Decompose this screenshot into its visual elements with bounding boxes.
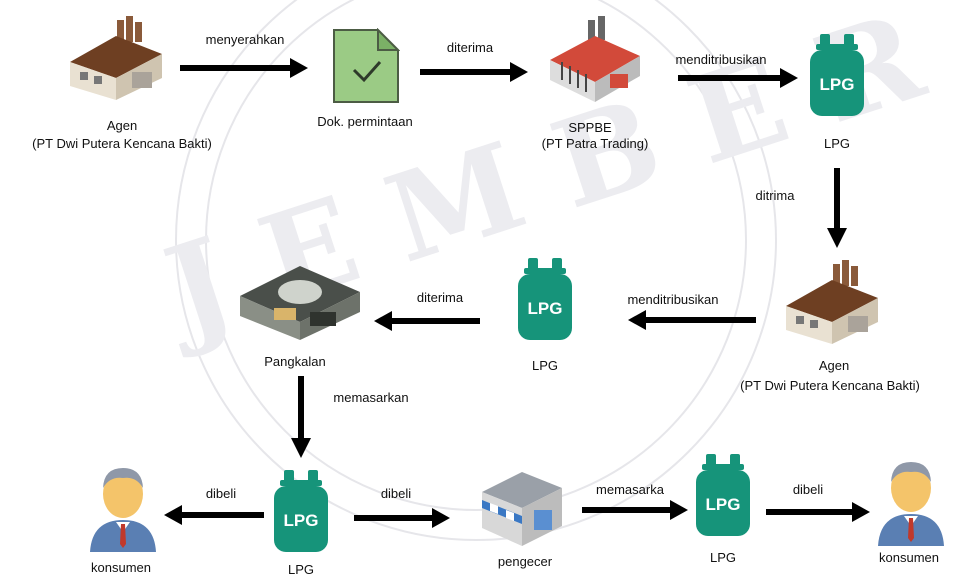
dok-label: Dok. permintaan [317,114,413,129]
lpg2-label: LPG [531,358,558,373]
arrow-agen-to-dok [180,58,308,78]
edge-label-ditrima: ditrima [755,188,795,203]
sppbe-sublabel: (PT Patra Trading) [541,136,649,151]
konsumen-left-label: konsumen [91,560,151,575]
edge-label-menditribusikan-2: menditribusikan [627,292,719,307]
arrow-lpg3-to-pengecer [354,508,450,528]
edge-label-diterima-2: diterima [416,290,464,305]
lpg-tank-text: LPG [284,511,319,530]
lpg-tank-icon: LPG [810,34,864,116]
pengecer-shop-icon [482,472,562,546]
edge-label-dibeli-3: dibeli [792,482,824,497]
arrow-lpg2-to-pangkalan [374,311,480,331]
edge-label-memasarkan: memasarkan [333,390,409,405]
edge-label-dibeli-2: dibeli [380,486,412,501]
lpg-tank-1: LPG [808,34,866,120]
pengecer-label: pengecer [497,554,553,569]
document-icon [333,28,400,103]
agen-mid-factory-icon [786,260,878,344]
lpg-tank-icon: LPG [696,454,750,536]
edge-label-menyerahkan: menyerahkan [205,32,285,47]
edge-label-dibeli-1: dibeli [205,486,237,501]
sppbe-label: SPPBE [568,120,612,135]
arrow-pengecer-to-lpg4 [582,500,688,520]
lpg4-label: LPG [709,550,736,565]
pangkalan-warehouse-icon [240,266,360,340]
lpg-tank-icon: LPG [274,470,328,552]
lpg1-label: LPG [823,136,850,151]
lpg3-label: LPG [287,562,314,577]
arrow-agen-mid-to-lpg2 [628,310,756,330]
agen-top-label: Agen [106,118,138,133]
edge-label-diterima-1: diterima [446,40,494,55]
konsumen-right-person-icon [878,462,944,546]
lpg-tank-text: LPG [820,75,855,94]
agen-mid-label: Agen [818,358,850,373]
lpg-tank-3: LPG [272,470,330,556]
pangkalan-label: Pangkalan [264,354,326,369]
sppbe-plant-icon [550,16,640,102]
konsumen-right-label: konsumen [879,550,939,565]
arrow-dok-to-sppbe [420,62,528,82]
arrow-lpg4-to-konsumen-right [766,502,870,522]
arrow-pangkalan-to-lpg3 [291,376,311,458]
agen-top-factory-icon [70,16,162,100]
lpg-tank-text: LPG [528,299,563,318]
arrow-lpg3-to-konsumen-left [164,505,264,525]
lpg-tank-icon: LPG [518,258,572,340]
lpg-tank-4: LPG [694,454,752,540]
agen-top-sublabel: (PT Dwi Putera Kencana Bakti) [32,136,212,151]
arrow-sppbe-to-lpg1 [678,68,798,88]
konsumen-left-person-icon [90,468,156,552]
lpg-tank-text: LPG [706,495,741,514]
edge-label-memasarka: memasarka [596,482,664,497]
agen-mid-sublabel: (PT Dwi Putera Kencana Bakti) [740,378,920,393]
lpg-tank-2: LPG [516,258,574,344]
arrow-lpg1-to-agen-mid [827,168,847,248]
edge-label-menditribusikan-1: menditribusikan [675,52,767,67]
